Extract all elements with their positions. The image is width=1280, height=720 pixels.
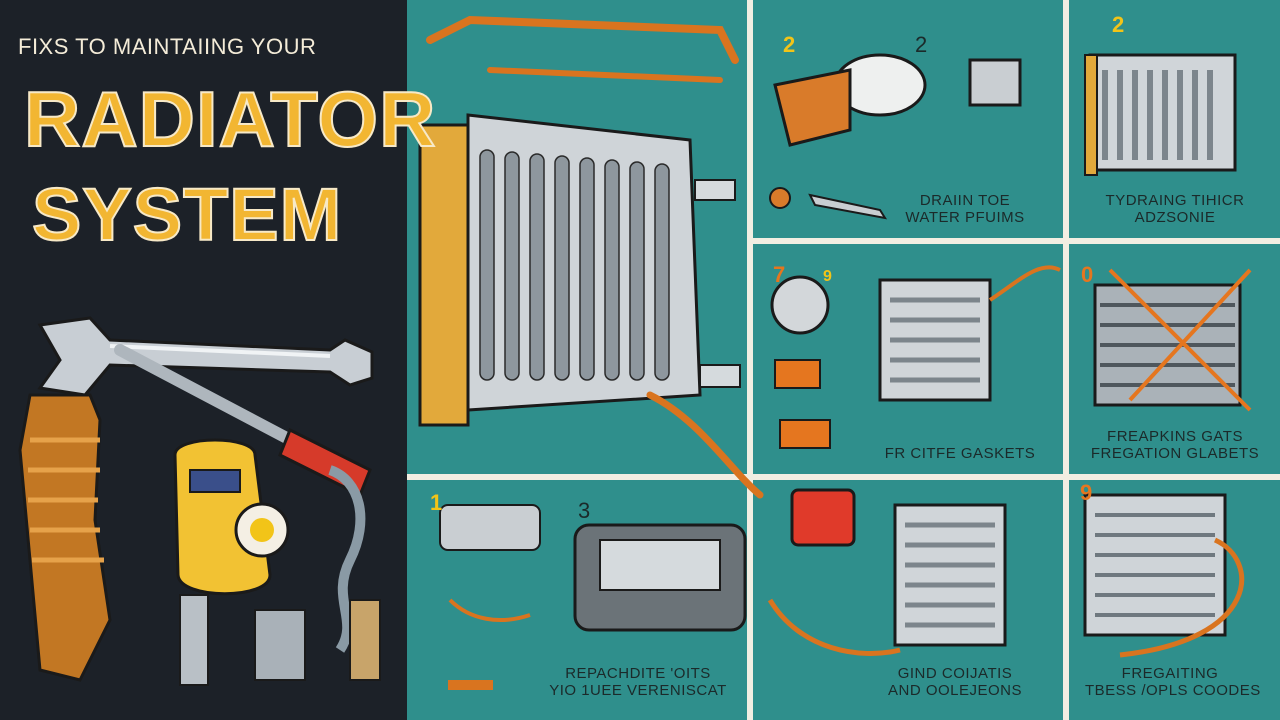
caption-line: FR CITFE GASKETS <box>884 445 1036 462</box>
small-parts-illustration <box>179 594 381 686</box>
radiator-hoses-illustration <box>1083 493 1245 658</box>
caption-line: WATER PFUIMS <box>905 209 1025 226</box>
step-number: 1 <box>430 490 443 515</box>
caption-line: FREGATION GLABETS <box>1090 445 1260 462</box>
step-number: 7 <box>773 262 786 287</box>
panel-caption: FREGAITING TBESS /OPLS COODES <box>1085 665 1261 699</box>
panel-caption: REPACHDITE 'OITS YIO 1UEE VERENISCAT <box>548 665 728 699</box>
caption-line: REPACHDITE 'OITS <box>565 665 711 682</box>
panel-caption: FREAPKINS GATS FREGATION GLABETS <box>1090 428 1260 462</box>
grid-divider <box>750 238 1280 244</box>
panel-caption: TYDRAING TIHICR ADZSONIE <box>1095 192 1255 226</box>
step-number: 2 <box>1112 12 1125 37</box>
caption-line: GIND COIJATIS <box>897 665 1013 682</box>
caption-line: DRAIIN TOE <box>919 192 1011 209</box>
caption-line: YIO 1UEE VERENISCAT <box>549 682 727 699</box>
panel-caption: FR CITFE GASKETS <box>880 445 1040 462</box>
step-number: 9 <box>1080 480 1093 505</box>
step-number: 3 <box>578 498 591 523</box>
radiator-cap-illustration <box>18 393 112 682</box>
step-number: 9 <box>823 268 832 285</box>
step-number: 2 <box>783 32 796 57</box>
grid-divider <box>407 474 1280 480</box>
panel-caption: GIND COIJATIS AND OOLEJEONS <box>880 665 1030 699</box>
poster-subtitle: FIXS TO MAINTAIING YOUR <box>18 34 317 59</box>
radiator-core-illustration <box>1084 53 1237 176</box>
caption-line: FREAPKINS GATS <box>1107 428 1243 445</box>
caption-line: TBESS /OPLS COODES <box>1085 682 1261 699</box>
caption-line: TYDRAING TIHICR <box>1105 192 1245 209</box>
caption-line: ADZSONIE <box>1134 209 1216 226</box>
step-number: 0 <box>1081 262 1094 287</box>
pressure-gauge-illustration <box>173 438 290 596</box>
coolant-hose-illustration <box>767 488 1007 656</box>
panel-caption: DRAIIN TOE WATER PFUIMS <box>895 192 1035 226</box>
coolant-pump-illustration <box>439 504 747 690</box>
wrench-illustration <box>37 316 374 397</box>
main-radiator-illustration <box>418 15 764 499</box>
poster-title-line-2: SYSTEM <box>31 172 343 257</box>
grid-divider <box>747 0 753 720</box>
step-number: 2 <box>915 32 928 57</box>
radiator-repair-illustration <box>1093 268 1252 412</box>
coiled-hose-illustration <box>328 465 366 653</box>
caption-line: AND OOLEJEONS <box>887 682 1023 699</box>
caption-line: FREGAITING <box>1121 665 1219 682</box>
gasket-kit-illustration <box>770 265 1061 449</box>
grid-divider <box>1063 0 1069 720</box>
poster-title-line-1: RADIATOR <box>23 74 437 164</box>
water-pump-illustration <box>769 53 1022 220</box>
